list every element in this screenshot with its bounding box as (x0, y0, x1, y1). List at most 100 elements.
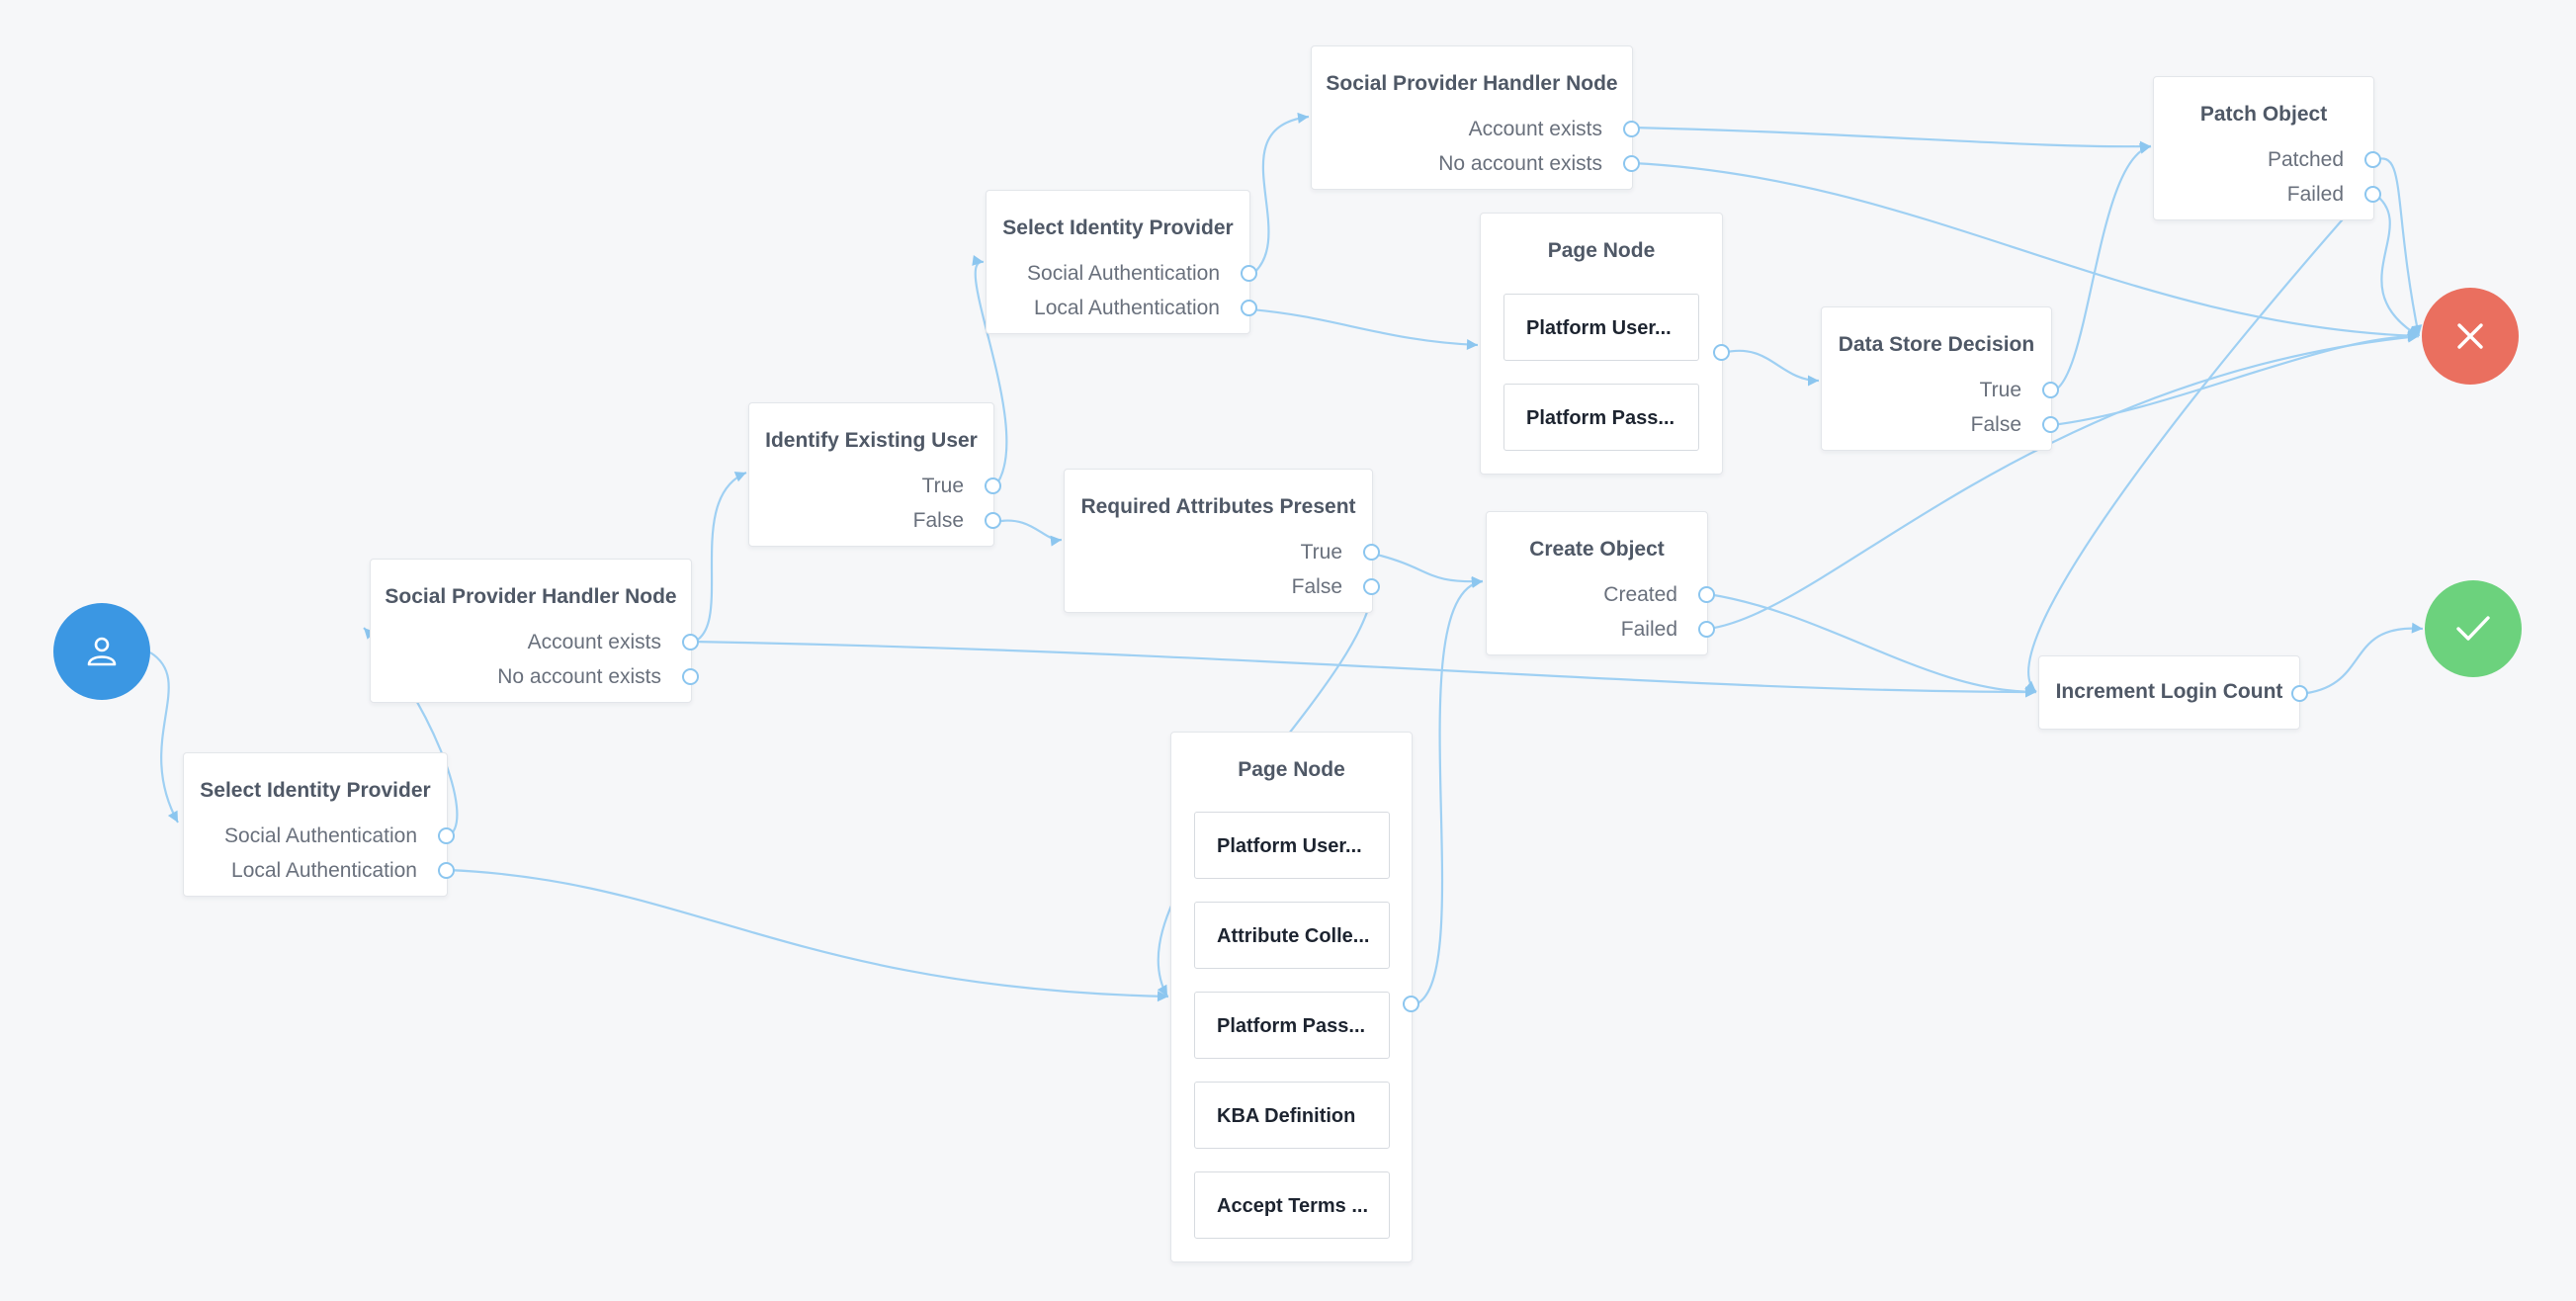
outcome-true: True (1301, 536, 1380, 569)
increment-login-count-node[interactable]: Increment Login Count (2038, 655, 2308, 730)
outcome-social-authentication: Social Authentication (224, 820, 455, 853)
edge-create-failed-to-failure (1707, 334, 2420, 631)
outcome-no-account-exists: No account exists (1438, 147, 1640, 181)
outcome-port[interactable] (1623, 121, 1640, 137)
outcome-port[interactable] (682, 668, 699, 685)
arrowhead (2139, 140, 2151, 152)
edge-local-auth-to-page-node-1 (1249, 307, 1479, 347)
outcome-port[interactable] (1698, 586, 1715, 603)
outcome-port[interactable] (1241, 265, 1257, 282)
arrowhead (1466, 339, 1478, 351)
outcome-port[interactable] (985, 477, 1001, 494)
select-identity-provider-node-1[interactable]: Select Identity Provider Social Authenti… (183, 752, 455, 897)
arrowhead (1808, 375, 1819, 387)
outcome-failed: Failed (2287, 178, 2381, 212)
outcome-false: False (1971, 408, 2059, 442)
identify-existing-user-node[interactable]: Identify Existing User True False (748, 402, 1001, 547)
data-store-decision-node[interactable]: Data Store Decision True False (1821, 306, 2059, 451)
outcome-true: True (922, 470, 1001, 503)
node-title: Social Provider Handler Node (385, 585, 677, 608)
child-node-platform-username[interactable]: Platform User... (1194, 812, 1390, 879)
edge-patched-to-failure (2373, 193, 2420, 337)
outcome-port[interactable] (1363, 544, 1380, 561)
outcome-port[interactable] (2364, 186, 2381, 203)
arrowhead (2025, 686, 2036, 698)
arrowhead (2408, 330, 2419, 342)
outcome-failed: Failed (1621, 613, 1715, 647)
node-title: Page Node (1238, 758, 1345, 781)
outcome-port[interactable] (2364, 151, 2381, 168)
outcome-patched: Patched (2268, 143, 2381, 177)
create-object-node[interactable]: Create Object Created Failed (1486, 511, 1715, 655)
node-title: Select Identity Provider (200, 779, 431, 802)
outcome-port[interactable] (985, 512, 1001, 529)
outcome-port[interactable] (1713, 344, 1730, 361)
outcome-port[interactable] (1241, 300, 1257, 316)
page-node-2[interactable]: Page Node Platform User... Attribute Col… (1170, 732, 1419, 1262)
edge-local-auth-to-page-node-2 (447, 868, 1169, 998)
arrowhead (972, 254, 984, 266)
outcome-local-authentication: Local Authentication (231, 854, 455, 888)
edge-page-node-1-to-data-store (1722, 349, 1820, 383)
node-title: Required Attributes Present (1080, 495, 1356, 518)
arrowhead (2407, 330, 2419, 342)
check-icon (2456, 616, 2490, 641)
node-title: Patch Object (2199, 103, 2328, 126)
outcome-port[interactable] (2042, 382, 2059, 398)
outcome-port[interactable] (682, 634, 699, 650)
child-node-platform-password[interactable]: Platform Pass... (1194, 992, 1390, 1059)
start-node[interactable] (53, 603, 150, 700)
edge-social-auth-to-social-handler-2 (1249, 115, 1310, 277)
node-title: Identify Existing User (765, 429, 978, 452)
node-title: Create Object (1529, 538, 1665, 561)
edge-no-account-to-identify-user (691, 471, 747, 645)
arrowhead (1157, 991, 1168, 1002)
failure-node[interactable] (2422, 288, 2519, 385)
patch-object-node[interactable]: Patch Object Patched Failed (2153, 76, 2381, 220)
close-icon (2457, 323, 2483, 349)
outcome-account-exists: Account exists (1469, 113, 1640, 146)
required-attributes-present-node[interactable]: Required Attributes Present True False (1064, 469, 1380, 613)
outcome-port[interactable] (2291, 685, 2308, 702)
outcome-port[interactable] (1698, 621, 1715, 638)
outcome-port[interactable] (438, 862, 455, 879)
arrowhead (733, 472, 746, 482)
social-provider-handler-node-2[interactable]: Social Provider Handler Node Account exi… (1311, 45, 1640, 190)
edge-start-to-select-idp-1 (149, 651, 179, 824)
node-title: Data Store Decision (1838, 333, 2035, 356)
child-node-attribute-collector[interactable]: Attribute Colle... (1194, 902, 1390, 969)
edge-data-store-true-to-patch-object (2051, 144, 2152, 393)
arrowhead (2139, 142, 2151, 154)
outcome-local-authentication: Local Authentication (1034, 292, 1257, 325)
select-identity-provider-node-2[interactable]: Select Identity Provider Social Authenti… (986, 190, 1257, 334)
edge-patch-failed-to-failure (2373, 157, 2421, 337)
node-title: Page Node (1547, 239, 1656, 262)
outcome-port[interactable] (1403, 996, 1419, 1012)
arrowhead (2406, 325, 2419, 336)
page-node-1[interactable]: Page Node Platform User... Platform Pass… (1480, 213, 1730, 475)
success-node[interactable] (2425, 580, 2522, 677)
outcome-port[interactable] (1623, 155, 1640, 172)
child-node-platform-password[interactable]: Platform Pass... (1503, 384, 1699, 451)
arrowhead (2411, 622, 2423, 634)
arrowhead (2407, 331, 2419, 343)
node-title: Increment Login Count (2055, 680, 2283, 703)
person-icon (87, 637, 117, 666)
arrowhead (1297, 112, 1309, 124)
child-node-kba-definition[interactable]: KBA Definition (1194, 1082, 1390, 1149)
child-node-accept-terms[interactable]: Accept Terms ... (1194, 1171, 1390, 1239)
outcome-port[interactable] (2042, 416, 2059, 433)
social-provider-handler-node-1[interactable]: Social Provider Handler Node Account exi… (370, 559, 699, 703)
outcome-port[interactable] (438, 827, 455, 844)
arrowhead (1157, 984, 1167, 997)
child-node-platform-username[interactable]: Platform User... (1503, 294, 1699, 361)
outcome-social-authentication: Social Authentication (1027, 257, 1257, 291)
arrowhead (1050, 535, 1062, 547)
outcome-created: Created (1603, 578, 1715, 612)
edge-created-to-increment-login (1707, 592, 2037, 694)
edge-page-node-2-to-create-object (1412, 579, 1484, 1007)
outcome-false: False (1292, 570, 1380, 604)
edge-required-true-to-create-object (1372, 552, 1484, 583)
outcome-port[interactable] (1363, 578, 1380, 595)
node-title: Select Identity Provider (1002, 217, 1234, 239)
